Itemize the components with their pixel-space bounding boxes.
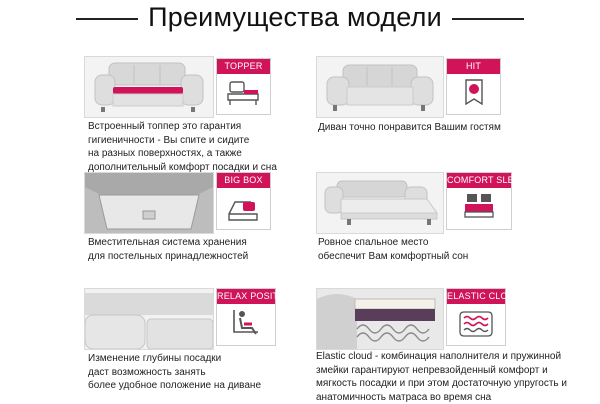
comfort-sleep-description: Ровное спальное место обеспечит Вам комф… [318,237,469,262]
big-box-description: Вместительная система хранения для посте… [88,237,249,262]
title-divider-right [452,18,524,20]
page-header: Преимущества модели [0,0,600,40]
sofa-bed-photo [316,172,444,234]
topper-badge: TOPPER [216,58,271,115]
big-box-badge: BIG BOX [216,172,271,230]
hit-badge: HIT [446,58,501,115]
title-divider-left [76,18,138,20]
elastic-cloud-icon [447,306,505,343]
hit-badge-label: HIT [447,59,500,74]
topper-description: Встроенный топпер это гарантия гигиеничн… [88,121,277,173]
elastic-cloud-badge-label: ELASTIC CLOUD [447,289,521,304]
relax-position-badge-label: RELAX POSITION [217,289,295,304]
relax-position-icon [217,306,275,343]
comfort-sleep-icon [447,190,511,227]
seat-depth-photo [84,288,214,350]
topper-icon [217,76,270,112]
big-box-icon [217,190,270,227]
sofa-topper-photo [84,56,214,118]
relax-position-badge: RELAX POSITION [216,288,295,346]
hit-icon [447,76,500,112]
sofa-hit-photo [316,56,444,118]
elastic-cloud-description: Elastic cloud - комбинация наполнителя и… [316,351,567,403]
topper-badge-label: TOPPER [217,59,270,74]
storage-box-photo [84,172,214,234]
comfort-sleep-badge-label: COMFORT SLEEP [447,173,526,188]
hit-description: Диван точно понравится Вашим гостям [318,122,501,133]
elastic-cloud-badge: ELASTIC CLOUD [446,288,521,346]
spring-cross-section-photo [316,288,444,350]
big-box-badge-label: BIG BOX [217,173,270,188]
relax-position-description: Изменение глубины посадки даст возможнос… [88,353,262,391]
page-title: Преимущества модели [148,2,442,32]
comfort-sleep-badge: COMFORT SLEEP [446,172,526,230]
